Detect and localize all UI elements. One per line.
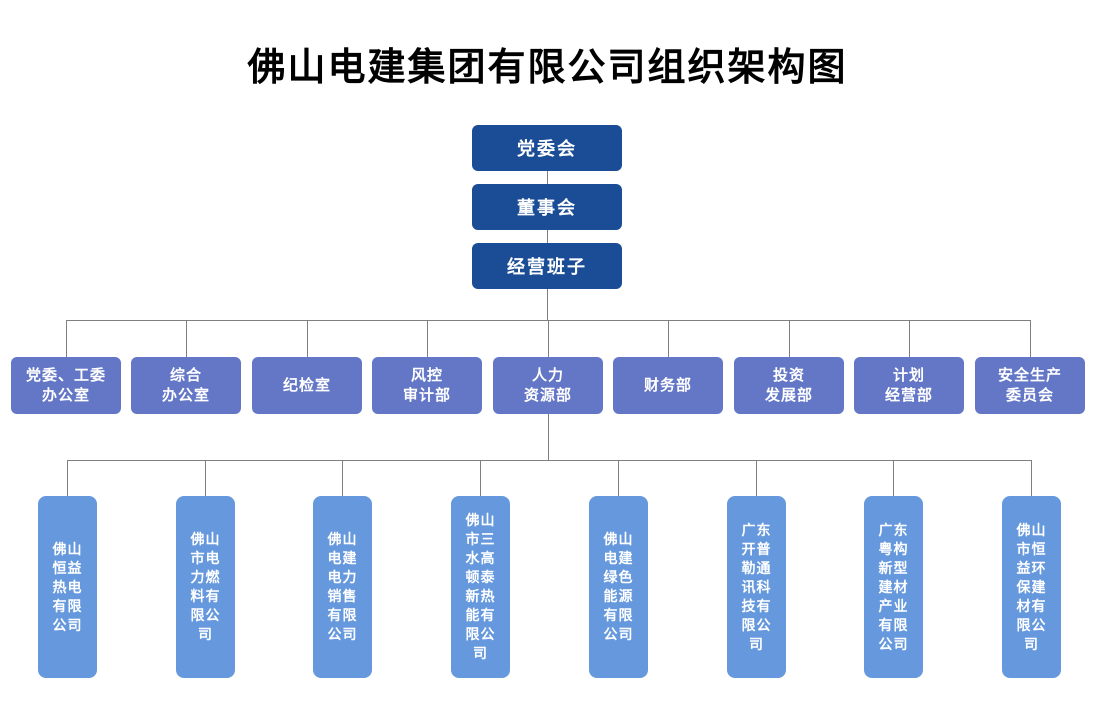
dept-general-office: 综合 办公室	[131, 357, 241, 414]
node-board-of-directors: 董事会	[472, 184, 622, 230]
connector-drop-sub5	[618, 460, 619, 496]
connector-sub-bus	[67, 460, 1031, 461]
sub-name-label: 佛山市恒益环保建材有限公司	[1016, 521, 1047, 652]
dept-investment-development: 投资 发展部	[734, 357, 844, 414]
dept-risk-control-audit: 风控 审计部	[372, 357, 482, 414]
connector-drop-dept4	[427, 320, 428, 357]
connector-drop-dept9	[1030, 320, 1031, 357]
connector-drop-sub7	[893, 460, 894, 496]
connector-drop-sub1	[67, 460, 68, 496]
dept-planning-operation: 计划 经营部	[854, 357, 964, 414]
connector-drop-dept8	[909, 320, 910, 357]
dept-human-resources: 人力 资源部	[493, 357, 603, 414]
dept-safety-production-committee: 安全生产 委员会	[975, 357, 1085, 414]
connector-drop-dept2	[186, 320, 187, 357]
dept-finance: 财务部	[613, 357, 723, 414]
connector-drop-dept7	[789, 320, 790, 357]
connector-dept-subrow	[548, 414, 549, 460]
connector-drop-dept5	[548, 320, 549, 357]
connector-drop-sub8	[1031, 460, 1032, 496]
sub-dianjian-green-energy: 佛山电建绿色能源有限公司	[589, 496, 648, 678]
connector-drop-sub2	[205, 460, 206, 496]
node-party-committee: 党委会	[472, 125, 622, 171]
sub-name-label: 佛山市三水高顿泰新热能有限公司	[465, 512, 496, 661]
connector-drop-dept1	[66, 320, 67, 357]
connector-drop-dept6	[668, 320, 669, 357]
sub-kaipule-telecom-technology: 广东开普勒通讯科技有限公司	[727, 496, 786, 678]
connector-drop-dept3	[307, 320, 308, 357]
dept-party-work-committee-office: 党委、工委 办公室	[11, 357, 121, 414]
sub-foshan-hengyi-thermal-power: 佛山恒益热电有限公司	[38, 496, 97, 678]
connector-drop-sub4	[480, 460, 481, 496]
sub-name-label: 佛山电建绿色能源有限公司	[603, 531, 634, 642]
connector-top1-top2	[547, 171, 548, 184]
connector-top2-top3	[547, 230, 548, 243]
sub-name-label: 佛山恒益热电有限公司	[52, 540, 83, 633]
sub-name-label: 广东开普勒通讯科技有限公司	[741, 521, 772, 652]
sub-hengyi-eco-building-materials: 佛山市恒益环保建材有限公司	[1002, 496, 1061, 678]
connector-drop-sub3	[342, 460, 343, 496]
connector-top3-deptrow	[547, 289, 548, 320]
sub-sanshui-gaoduntai-new-thermal-energy: 佛山市三水高顿泰新热能有限公司	[451, 496, 510, 678]
sub-name-label: 佛山市电力燃料有限公司	[190, 531, 221, 642]
sub-name-label: 广东粤构新型建材产业有限公司	[878, 521, 909, 652]
sub-name-label: 佛山电建电力销售有限公司	[327, 531, 358, 642]
sub-foshan-electric-fuel: 佛山市电力燃料有限公司	[176, 496, 235, 678]
sub-dianjian-power-sales: 佛山电建电力销售有限公司	[313, 496, 372, 678]
sub-yuegou-new-building-materials: 广东粤构新型建材产业有限公司	[864, 496, 923, 678]
chart-title: 佛山电建集团有限公司组织架构图	[247, 47, 848, 89]
node-management-team: 经营班子	[472, 243, 622, 289]
connector-drop-sub6	[756, 460, 757, 496]
dept-discipline-inspection-office: 纪检室	[252, 357, 362, 414]
